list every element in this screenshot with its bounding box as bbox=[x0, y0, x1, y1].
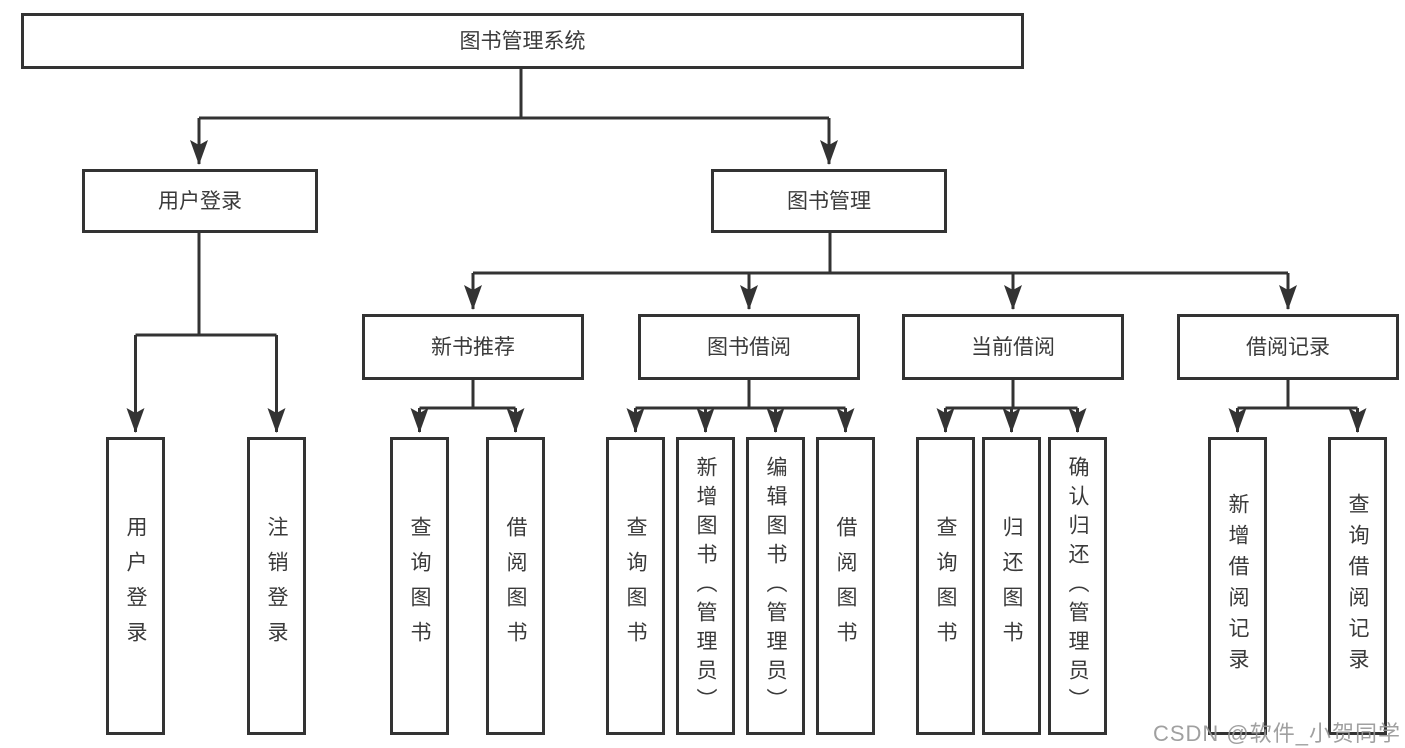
node-label: 新增图书（管理员） bbox=[694, 455, 717, 717]
node-label: 借阅图书 bbox=[504, 516, 527, 656]
node-new-book-recommend: 新书推荐 bbox=[362, 314, 584, 380]
leaf-edit-books-admin: 编辑图书（管理员） bbox=[746, 437, 805, 735]
node-label: 借阅记录 bbox=[1246, 335, 1330, 359]
node-label: 借阅图书 bbox=[834, 516, 857, 656]
leaf-logout: 注销登录 bbox=[247, 437, 306, 735]
leaf-borrow-books-recommend: 借阅图书 bbox=[486, 437, 545, 735]
node-label: 注销登录 bbox=[265, 516, 288, 656]
node-label: 图书借阅 bbox=[707, 335, 791, 359]
leaf-query-books-borrowing: 查询图书 bbox=[606, 437, 665, 735]
leaf-return-books: 归还图书 bbox=[982, 437, 1041, 735]
node-label: 查询图书 bbox=[624, 516, 647, 656]
node-label: 查询图书 bbox=[934, 516, 957, 656]
leaf-add-books-admin: 新增图书（管理员） bbox=[676, 437, 735, 735]
csdn-watermark: CSDN @软件_小贺同学 bbox=[1152, 721, 1401, 746]
node-book-management: 图书管理 bbox=[711, 169, 947, 233]
node-label: 用户登录 bbox=[158, 189, 242, 213]
node-label: 编辑图书（管理员） bbox=[764, 455, 787, 717]
node-current-borrowing: 当前借阅 bbox=[902, 314, 1124, 380]
node-book-borrowing: 图书借阅 bbox=[638, 314, 860, 380]
node-label: 新增借阅记录 bbox=[1226, 493, 1249, 679]
node-label: 图书管理系统 bbox=[459, 29, 586, 53]
leaf-borrow-books-borrowing: 借阅图书 bbox=[816, 437, 875, 735]
node-label: 当前借阅 bbox=[971, 335, 1055, 359]
leaf-query-books-recommend: 查询图书 bbox=[390, 437, 449, 735]
leaf-user-login: 用户登录 bbox=[106, 437, 165, 735]
leaf-add-borrow-record: 新增借阅记录 bbox=[1208, 437, 1267, 735]
node-label: 归还图书 bbox=[1000, 516, 1023, 656]
node-label: 图书管理 bbox=[787, 189, 871, 213]
node-label: 查询借阅记录 bbox=[1346, 493, 1369, 679]
node-label: 新书推荐 bbox=[431, 335, 515, 359]
leaf-query-borrow-record: 查询借阅记录 bbox=[1328, 437, 1387, 735]
node-user-login: 用户登录 bbox=[82, 169, 318, 233]
node-label: 确认归还（管理员） bbox=[1066, 455, 1089, 717]
node-borrowing-records: 借阅记录 bbox=[1177, 314, 1399, 380]
leaf-query-books-current: 查询图书 bbox=[916, 437, 975, 735]
node-label: 用户登录 bbox=[124, 516, 147, 656]
node-label: 查询图书 bbox=[408, 516, 431, 656]
node-library-management-system: 图书管理系统 bbox=[21, 13, 1024, 69]
leaf-confirm-return-admin: 确认归还（管理员） bbox=[1048, 437, 1107, 735]
